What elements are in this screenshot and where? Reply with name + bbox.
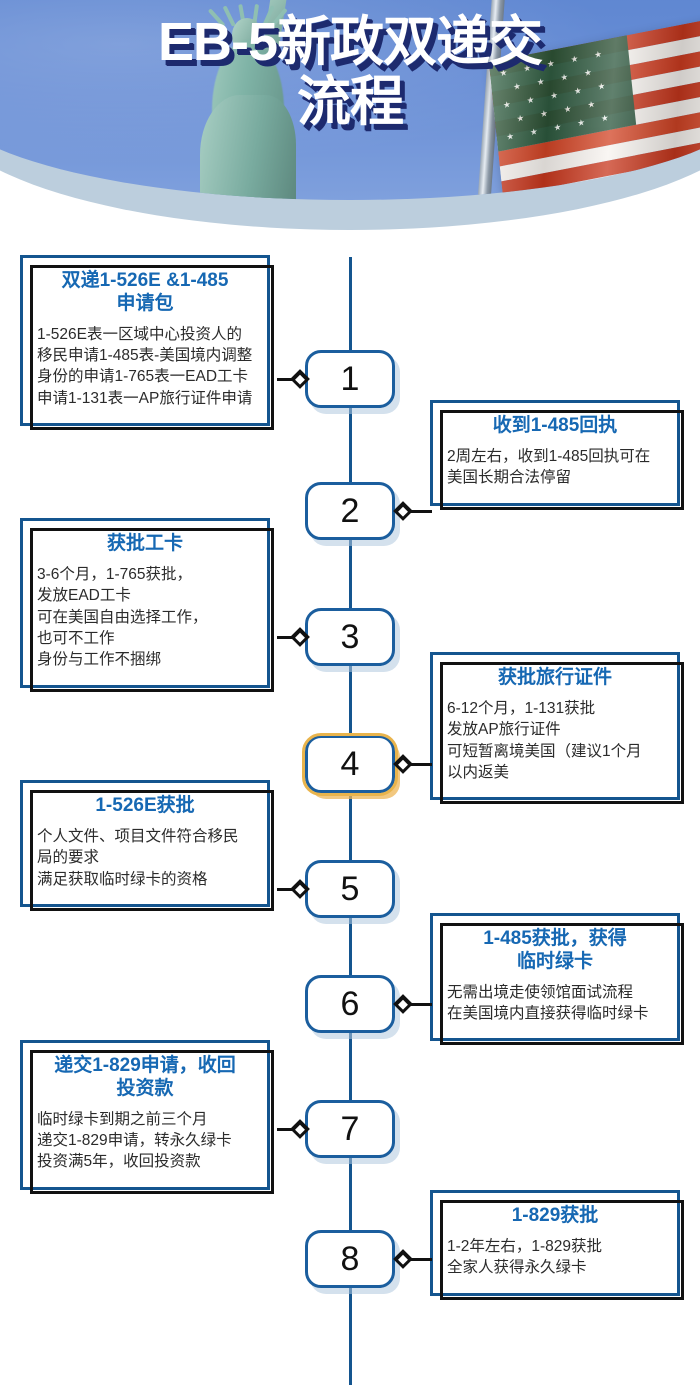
header-photo <box>0 0 700 200</box>
step-number-badge-5[interactable]: 5 <box>305 860 395 918</box>
statue-robe <box>200 95 296 200</box>
connector-stem <box>410 763 432 766</box>
step-card-7[interactable]: 递交1-829申请，收回 投资款临时绿卡到期之前三个月 递交1-829申请，转永… <box>20 1040 274 1194</box>
step-card-6[interactable]: 1-485获批，获得 临时绿卡无需出境走使领馆面试流程 在美国境内直接获得临时绿… <box>430 913 684 1046</box>
step-card-title: 获批工卡 <box>106 533 183 554</box>
step-card-title: 获批旅行证件 <box>497 667 612 688</box>
connector-diamond-icon <box>290 879 310 899</box>
connector-diamond-icon <box>393 501 413 521</box>
step-connector-8 <box>393 1249 432 1269</box>
connector-stem <box>277 1128 293 1131</box>
connector-diamond-icon <box>290 1119 310 1139</box>
step-card-title: 递交1-829申请，收回 投资款 <box>54 1055 236 1099</box>
connector-diamond-icon <box>393 994 413 1014</box>
connector-diamond-icon <box>393 754 413 774</box>
step-connector-3 <box>277 627 310 647</box>
step-card-title: 1-485获批，获得 临时绿卡 <box>483 928 627 972</box>
step-card-title: 1-526E获批 <box>95 795 195 816</box>
step-card-4[interactable]: 获批旅行证件 6-12个月，1-131获批 发放AP旅行证件 可短暂离境美国（建议… <box>430 652 684 805</box>
step-card-body: 1-526E表一区域中心投资人的移民申请1-485表-美国境内调整身份的申请1-… <box>37 325 253 407</box>
connector-diamond-icon <box>290 627 310 647</box>
page-title-line-2: 流程 <box>297 72 404 133</box>
step-card-body: 临时绿卡到期之前三个月 递交1-829申请，转永久绿卡 投资满5年，收回投资款 <box>37 1110 232 1171</box>
step-connector-2 <box>393 501 432 521</box>
step-card-body: 个人文件、项目文件符合移民局的要求 满足获取临时绿卡的资格 <box>37 827 239 888</box>
step-card-body: 3-6个月，1-765获批， 发放EAD工卡 可在美国自由选择工作， 也可不工作… <box>37 565 208 669</box>
step-connector-6 <box>393 994 432 1014</box>
page-title-line-1: EB-5新政双递交 <box>157 12 543 72</box>
step-number-badge-7[interactable]: 7 <box>305 1100 395 1158</box>
step-number-badge-3[interactable]: 3 <box>305 608 395 666</box>
connector-stem <box>410 1258 432 1261</box>
step-card-2[interactable]: 收到1-485回执 2周左右，收到1-485回执可在美国长期合法停留 <box>430 400 684 510</box>
connector-stem <box>410 1003 432 1006</box>
step-card-body: 2周左右，收到1-485回执可在美国长期合法停留 <box>447 447 651 487</box>
connector-stem <box>277 378 293 381</box>
connector-diamond-icon <box>393 1249 413 1269</box>
statue-of-liberty-icon <box>170 0 330 200</box>
step-card-body: 无需出境走使领馆面试流程 在美国境内直接获得临时绿卡 <box>447 983 649 1022</box>
step-card-title: 双递1-526E &1-485 申请包 <box>61 270 229 314</box>
step-card-body: 6-12个月，1-131获批 发放AP旅行证件 可短暂离境美国（建议1个月 以内… <box>447 699 642 781</box>
step-connector-7 <box>277 1119 310 1139</box>
step-connector-4 <box>393 754 432 774</box>
connector-diamond-icon <box>290 369 310 389</box>
connector-stem <box>410 510 432 513</box>
connector-stem <box>277 888 293 891</box>
header-banner: EB-5新政双递交 流程 <box>0 0 700 235</box>
step-connector-5 <box>277 879 310 899</box>
step-card-5[interactable]: 1-526E获批个人文件、项目文件符合移民局的要求 满足获取临时绿卡的资格 <box>20 780 274 911</box>
step-card-8[interactable]: 1-829获批 1-2年左右，1-829获批 全家人获得永久绿卡 <box>430 1190 684 1300</box>
step-number-badge-6[interactable]: 6 <box>305 975 395 1033</box>
timeline-spine <box>349 257 352 1385</box>
step-card-title: 收到1-485回执 <box>492 415 618 436</box>
page-title: EB-5新政双递交 流程 <box>0 14 700 130</box>
step-card-1[interactable]: 双递1-526E &1-485 申请包 1-526E表一区域中心投资人的移民申请1… <box>20 255 274 431</box>
step-card-3[interactable]: 获批工卡 3-6个月，1-765获批， 发放EAD工卡 可在美国自由选择工作， 也… <box>20 518 274 692</box>
step-number-badge-2[interactable]: 2 <box>305 482 395 540</box>
connector-stem <box>277 636 293 639</box>
process-flow: 双递1-526E &1-485 申请包 1-526E表一区域中心投资人的移民申请1… <box>0 235 700 1385</box>
step-number-badge-1[interactable]: 1 <box>305 350 395 408</box>
step-connector-1 <box>277 369 310 389</box>
step-card-body: 1-2年左右，1-829获批 全家人获得永久绿卡 <box>447 1237 603 1277</box>
step-number-badge-8[interactable]: 8 <box>305 1230 395 1288</box>
step-number-badge-4[interactable]: 4 <box>302 733 398 796</box>
step-card-title: 1-829获批 <box>511 1205 599 1226</box>
